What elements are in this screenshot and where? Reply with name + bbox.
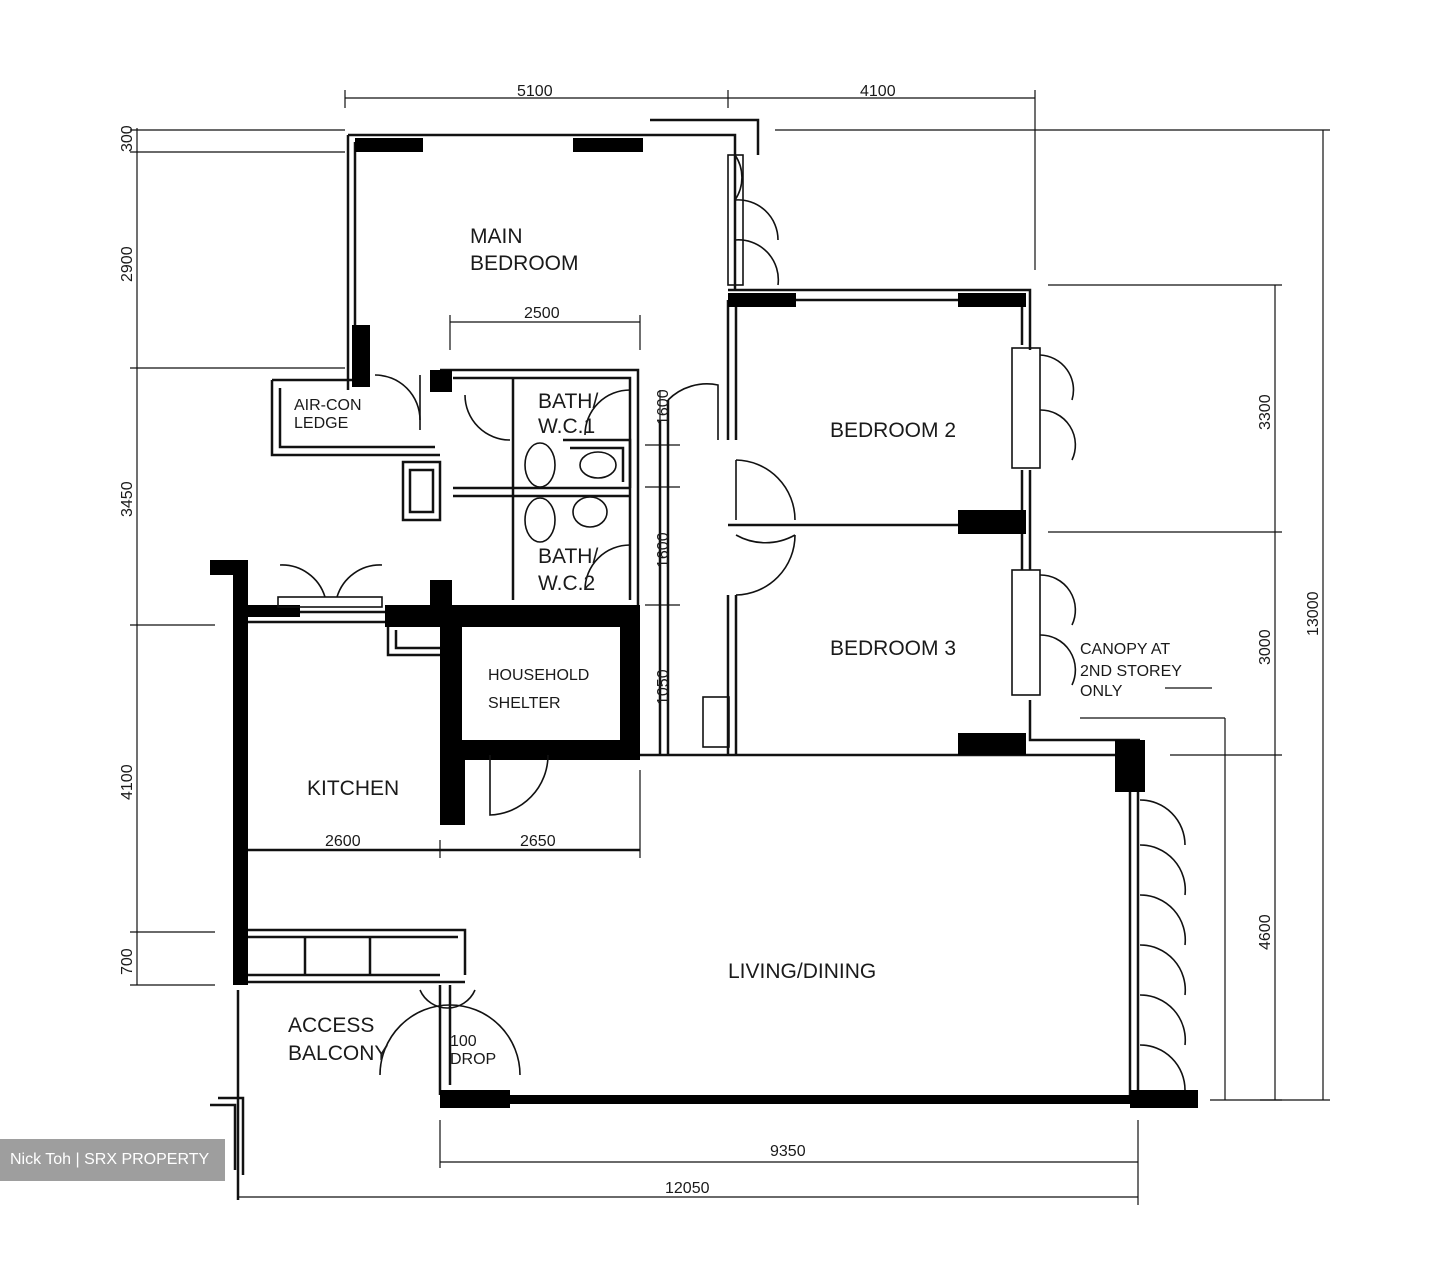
walls: [210, 118, 1140, 1200]
dim-kitchen-width: 2600: [325, 833, 361, 850]
dim-living-width: 9350: [770, 1143, 806, 1160]
aircon-ledge-label-2: LEDGE: [294, 415, 348, 432]
aircon-ledge-label-1: AIR-CON: [294, 397, 362, 414]
dim-top-left: 5100: [517, 83, 553, 100]
living-dining-label: LIVING/DINING: [728, 960, 876, 983]
dim-right-3000: 3000: [1257, 629, 1274, 665]
dim-left-2900: 2900: [119, 246, 136, 282]
drop-label-1: 100: [450, 1033, 477, 1050]
dim-store-width: 2650: [520, 833, 556, 850]
bedroom-2-label: BEDROOM 2: [830, 419, 956, 442]
room-labels: MAIN BEDROOM BEDROOM 2 BEDROOM 3 BATH/ W…: [288, 225, 1182, 1068]
main-bedroom-label-1: MAIN: [470, 225, 523, 248]
bath-1-label-2: W.C.1: [538, 415, 595, 438]
main-bedroom-label-2: BEDROOM: [470, 252, 579, 275]
dim-bath-1600-b: 1600: [655, 532, 672, 568]
dim-total-width: 12050: [665, 1180, 710, 1197]
dim-top-right: 4100: [860, 83, 896, 100]
canopy-label-2: 2ND STOREY: [1080, 663, 1182, 680]
household-shelter-label-2: SHELTER: [488, 695, 561, 712]
access-balcony-label-2: BALCONY: [288, 1042, 388, 1065]
watermark-badge: Nick Toh | SRX PROPERTY: [0, 1139, 225, 1181]
kitchen-label: KITCHEN: [307, 777, 399, 800]
dim-right-total: 13000: [1305, 591, 1322, 636]
dim-left-300: 300: [119, 125, 136, 152]
canopy-label-1: CANOPY AT: [1080, 641, 1170, 658]
dimension-labels: 5100 4100 2500 2600 2650 9350 12050 300 …: [119, 83, 1322, 1197]
household-shelter-label-1: HOUSEHOLD: [488, 667, 589, 684]
bedroom-3-label: BEDROOM 3: [830, 637, 956, 660]
watermark-text: Nick Toh | SRX PROPERTY: [10, 1151, 210, 1168]
dim-right-4600: 4600: [1257, 914, 1274, 950]
canopy-label-3: ONLY: [1080, 683, 1123, 700]
doors-and-windows: [277, 154, 1187, 1091]
bath-2-label-2: W.C.2: [538, 572, 595, 595]
dim-left-4100: 4100: [119, 764, 136, 800]
dim-corridor: 1050: [655, 669, 672, 705]
dim-left-700: 700: [119, 948, 136, 975]
dim-bath-width: 2500: [524, 305, 560, 322]
dim-left-3450: 3450: [119, 481, 136, 517]
access-balcony-label-1: ACCESS: [288, 1014, 374, 1037]
drop-label-2: DROP: [450, 1051, 496, 1068]
dim-bath-1600-a: 1600: [655, 389, 672, 425]
bath-1-label-1: BATH/: [538, 390, 598, 413]
dimension-lines: [130, 90, 1330, 1205]
dim-right-3300: 3300: [1257, 394, 1274, 430]
bath-2-label-1: BATH/: [538, 545, 598, 568]
